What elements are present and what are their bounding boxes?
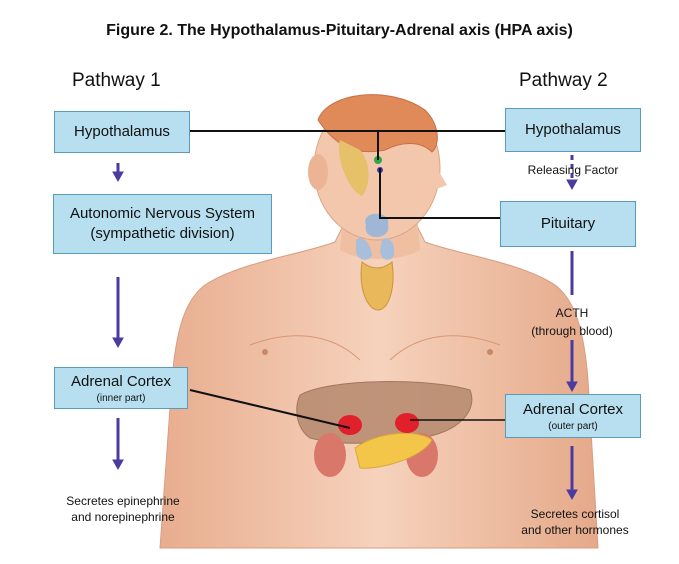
p2-secretes-line2: and other hormones bbox=[521, 523, 629, 537]
p2-adrenal-sublabel: (outer part) bbox=[548, 420, 598, 432]
pathway2-label: Pathway 2 bbox=[519, 70, 608, 91]
p2-secretion-note: Secretes cortisol and other hormones bbox=[505, 506, 645, 538]
p1-ans-line2: (sympathetic division) bbox=[90, 225, 235, 242]
arrow-p1-adrenal-to-secretion bbox=[112, 418, 124, 471]
flow-arrows bbox=[112, 155, 578, 501]
p1-ans-line1: Autonomic Nervous System bbox=[69, 205, 256, 222]
pituitary-connector-line bbox=[379, 168, 500, 219]
arrow-p1-hypothalamus-to-ans bbox=[112, 163, 124, 183]
p2-acth-note: ACTH (through blood) bbox=[522, 304, 622, 340]
p1-adrenal-label: Adrenal Cortex bbox=[70, 372, 172, 390]
p1-hypothalamus-label: Hypothalamus bbox=[74, 123, 170, 140]
figure-title: Figure 2. The Hypothalamus-Pituitary-Adr… bbox=[106, 22, 573, 39]
pathway1-label: Pathway 1 bbox=[72, 70, 161, 91]
connector-lines bbox=[189, 130, 505, 429]
inner-adrenal-connector-line bbox=[189, 389, 351, 429]
p1-secretes-line1: Secretes epinephrine bbox=[66, 494, 180, 508]
p1-secretes-line2: and norepinephrine bbox=[71, 510, 175, 524]
arrow-p2-acth-to-adrenal bbox=[566, 340, 578, 393]
p1-ans-box: Autonomic Nervous System (sympathetic di… bbox=[53, 194, 272, 254]
p2-acth-line2: (through blood) bbox=[531, 324, 613, 338]
p1-adrenal-cortex-box: Adrenal Cortex (inner part) bbox=[54, 367, 188, 409]
p1-hypothalamus-box: Hypothalamus bbox=[54, 111, 190, 153]
p2-hypothalamus-box: Hypothalamus bbox=[505, 108, 641, 152]
p2-adrenal-label: Adrenal Cortex bbox=[522, 400, 624, 418]
p2-adrenal-cortex-box: Adrenal Cortex (outer part) bbox=[505, 394, 641, 438]
p2-pituitary-label: Pituitary bbox=[540, 215, 596, 232]
p2-acth-line1: ACTH bbox=[555, 306, 589, 320]
p1-secretion-note: Secretes epinephrine and norepinephrine bbox=[48, 493, 198, 525]
arrow-p2-adrenal-to-secretion bbox=[566, 446, 578, 501]
p2-secretes-line1: Secretes cortisol bbox=[530, 507, 620, 521]
p1-adrenal-sublabel: (inner part) bbox=[96, 392, 146, 404]
p2-hypothalamus-label: Hypothalamus bbox=[525, 121, 621, 138]
p2-pituitary-box: Pituitary bbox=[500, 201, 636, 247]
p2-releasing-factor-label: Releasing Factor bbox=[527, 163, 619, 177]
arrow-p1-ans-to-adrenal bbox=[112, 277, 124, 349]
arrow-p2-hypothalamus-to-pituitary bbox=[566, 155, 578, 191]
